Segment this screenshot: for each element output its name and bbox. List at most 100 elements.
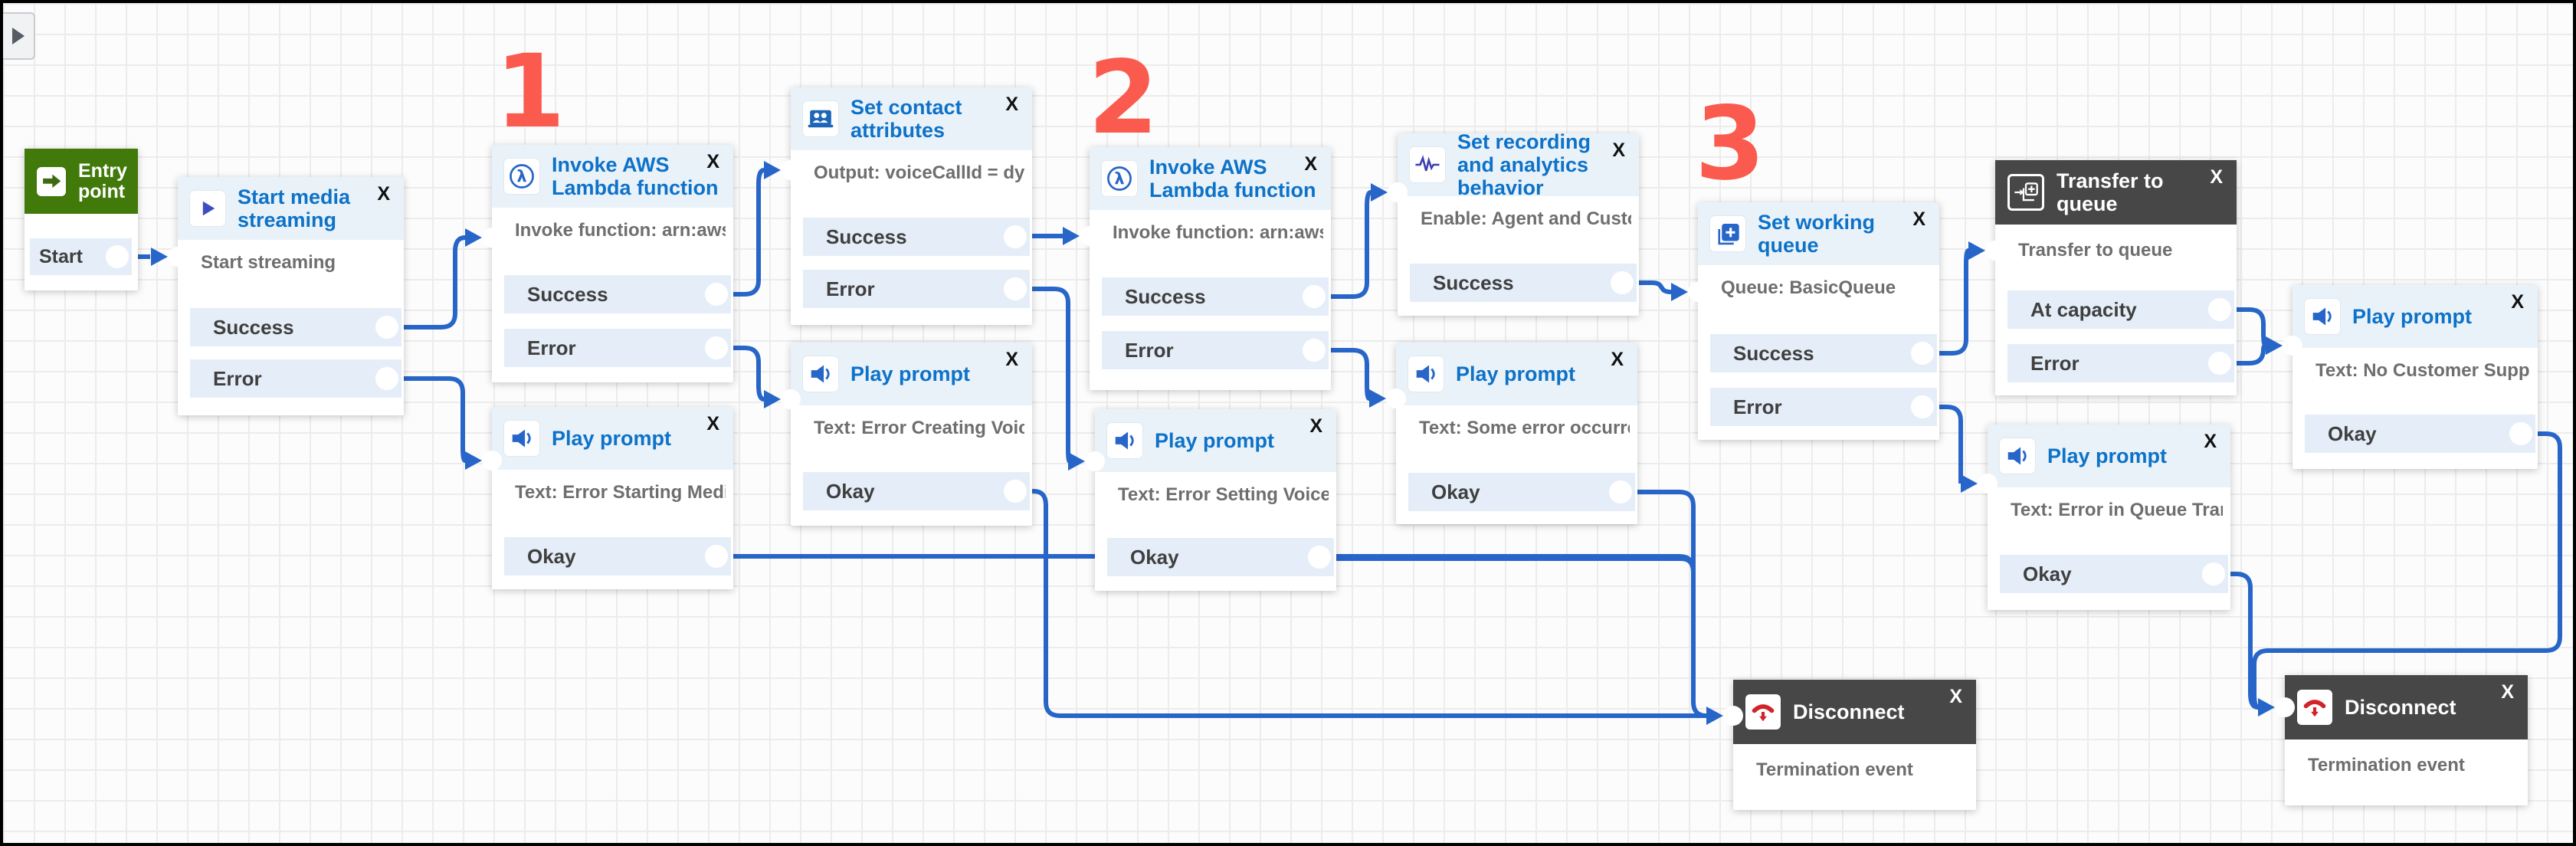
edge-lambda1-error-to-pp2 xyxy=(730,346,765,402)
close-icon[interactable]: X xyxy=(1612,139,1625,161)
node-set-recording-analytics[interactable]: Set recording and analytics behavior X E… xyxy=(1398,130,1639,316)
row-label: Error xyxy=(1125,339,1174,362)
connector-circle[interactable] xyxy=(375,367,398,390)
node-title: Entry point xyxy=(78,159,127,202)
connector-circle[interactable] xyxy=(2208,352,2231,375)
node-disconnect-1[interactable]: Disconnect X Termination event xyxy=(1733,680,1976,810)
connector-circle[interactable] xyxy=(1609,480,1632,503)
row-label: Success xyxy=(1125,285,1206,308)
node-header: Play prompt X xyxy=(2293,285,2538,348)
output-success[interactable]: Success xyxy=(190,308,401,346)
output-error[interactable]: Error xyxy=(2007,344,2234,382)
output-okay[interactable]: Okay xyxy=(1107,538,1334,576)
node-header: Disconnect X xyxy=(2285,675,2528,739)
connector-circle[interactable] xyxy=(375,316,398,339)
connector-circle[interactable] xyxy=(705,545,728,568)
node-header: Start media streaming X xyxy=(178,177,404,240)
connector-circle[interactable] xyxy=(2208,298,2231,321)
node-set-working-queue[interactable]: Set working queue X Queue: BasicQueue Su… xyxy=(1698,202,1939,440)
node-play-prompt-error-queue-transfer[interactable]: Play prompt X Text: Error in Queue Trans… xyxy=(1988,425,2230,610)
output-error[interactable]: Error xyxy=(190,359,401,398)
node-start-media-streaming[interactable]: Start media streaming X Start streaming … xyxy=(178,177,404,415)
connector-circle[interactable] xyxy=(1303,285,1326,308)
output-success[interactable]: Success xyxy=(1710,334,1937,372)
connector-circle[interactable] xyxy=(1004,277,1027,300)
close-icon[interactable]: X xyxy=(377,183,390,205)
close-icon[interactable]: X xyxy=(2204,431,2217,452)
connector-circle[interactable] xyxy=(1611,271,1634,294)
disconnect-phone-icon xyxy=(2297,690,2332,725)
output-error[interactable]: Error xyxy=(504,329,731,367)
close-icon[interactable]: X xyxy=(1949,686,1962,707)
close-icon[interactable]: X xyxy=(1309,415,1322,437)
output-success[interactable]: Success xyxy=(1102,277,1329,316)
row-label: Okay xyxy=(826,480,875,503)
play-media-icon xyxy=(190,191,225,226)
output-okay[interactable]: Okay xyxy=(2305,415,2535,453)
node-play-prompt-error-creating-voice[interactable]: Play prompt X Text: Error Creating Voice… xyxy=(791,343,1032,526)
connector-circle[interactable] xyxy=(2509,422,2532,445)
node-play-prompt-some-error[interactable]: Play prompt X Text: Some error occurred … xyxy=(1396,343,1637,524)
connector-circle[interactable] xyxy=(1303,339,1326,362)
connector-circle[interactable] xyxy=(705,336,728,359)
expand-panel-button[interactable] xyxy=(3,12,35,60)
svg-text:λ: λ xyxy=(1114,169,1124,188)
node-disconnect-2[interactable]: Disconnect X Termination event xyxy=(2285,675,2528,805)
node-desc: Text: Some error occurred i... xyxy=(1419,418,1630,438)
close-icon[interactable]: X xyxy=(706,151,719,172)
node-title: Play prompt xyxy=(850,362,971,385)
close-icon[interactable]: X xyxy=(1005,93,1018,115)
speaker-icon xyxy=(1408,356,1444,392)
speaker-icon xyxy=(2305,299,2340,334)
output-success[interactable]: Success xyxy=(1410,264,1637,302)
output-okay[interactable]: Okay xyxy=(1408,473,1635,511)
close-icon[interactable]: X xyxy=(1304,153,1317,175)
connector-circle[interactable] xyxy=(1911,395,1934,418)
node-entry-point[interactable]: Entry point Start xyxy=(25,149,138,290)
recording-waveform-icon xyxy=(1410,147,1445,182)
row-label: Error xyxy=(527,336,576,359)
node-title: Transfer to queue xyxy=(2057,169,2164,215)
connector-circle[interactable] xyxy=(1004,480,1027,503)
transfer-queue-icon xyxy=(2007,174,2044,211)
node-play-prompt-error-starting-media[interactable]: Play prompt X Text: Error Starting Media… xyxy=(492,407,733,589)
triangle-right-icon xyxy=(12,28,25,44)
connector-circle[interactable] xyxy=(1004,225,1027,248)
connector-circle[interactable] xyxy=(2202,562,2225,585)
close-icon[interactable]: X xyxy=(2511,291,2524,313)
close-icon[interactable]: X xyxy=(2210,166,2223,188)
output-success[interactable]: Success xyxy=(504,275,731,313)
close-icon[interactable]: X xyxy=(1912,208,1925,230)
node-play-prompt-no-customer-support[interactable]: Play prompt X Text: No Customer Support.… xyxy=(2293,285,2538,469)
close-icon[interactable]: X xyxy=(1005,349,1018,370)
output-at-capacity[interactable]: At capacity xyxy=(2007,290,2234,329)
row-label: Error xyxy=(213,367,262,390)
output-okay[interactable]: Okay xyxy=(803,472,1030,510)
output-start[interactable]: Start xyxy=(30,238,132,275)
close-icon[interactable]: X xyxy=(2501,681,2514,703)
node-transfer-to-queue[interactable]: Transfer to queue X Transfer to queue At… xyxy=(1995,160,2237,395)
node-set-contact-attributes[interactable]: Set contact attributes X Output: voiceCa… xyxy=(791,87,1032,325)
close-icon[interactable]: X xyxy=(1611,349,1624,370)
node-invoke-lambda-1[interactable]: λ Invoke AWS Lambda function X Invoke fu… xyxy=(492,145,733,382)
output-error[interactable]: Error xyxy=(1710,388,1937,426)
node-invoke-lambda-2[interactable]: λ Invoke AWS Lambda function X Invoke fu… xyxy=(1090,147,1331,390)
output-error[interactable]: Error xyxy=(803,270,1030,308)
output-success[interactable]: Success xyxy=(803,218,1030,256)
output-error[interactable]: Error xyxy=(1102,331,1329,369)
node-title: Disconnect xyxy=(2345,696,2456,719)
speaker-icon xyxy=(803,356,838,392)
lambda-icon: λ xyxy=(1102,161,1137,196)
node-play-prompt-error-setting-voice[interactable]: Play prompt X Text: Error Setting Voice … xyxy=(1095,409,1336,591)
node-title: Set working queue xyxy=(1758,211,1876,257)
connector-circle[interactable] xyxy=(705,283,728,306)
node-title: Play prompt xyxy=(1456,362,1576,385)
output-okay[interactable]: Okay xyxy=(504,537,731,575)
node-desc: Invoke function: arn:aws:la... xyxy=(1113,222,1323,243)
connector-circle[interactable] xyxy=(1308,546,1331,569)
connector-circle[interactable] xyxy=(1911,342,1934,365)
output-okay[interactable]: Okay xyxy=(2000,555,2228,593)
connector-circle[interactable] xyxy=(106,245,129,268)
close-icon[interactable]: X xyxy=(706,413,719,434)
